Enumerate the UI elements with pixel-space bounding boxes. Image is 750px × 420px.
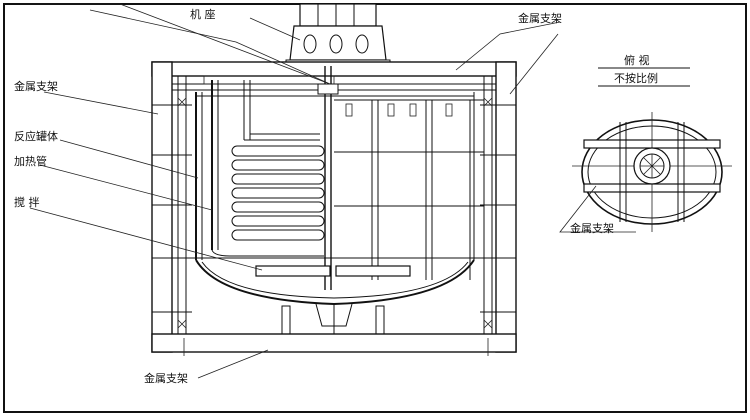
agitator [255, 66, 411, 290]
coil-loops [231, 145, 325, 241]
heating-tube [211, 80, 325, 257]
top-view [559, 67, 732, 233]
label-agitator: 搅 拌 [14, 195, 40, 209]
leader-lines [20, 3, 561, 379]
reactor-body [195, 75, 475, 334]
label-top-view-title: 俯 视 [624, 53, 650, 67]
label-metal-frame-bottom: 金属支架 [144, 371, 188, 385]
label-metal-frame-top: 金属支架 [518, 11, 562, 25]
label-top-view-frame: 金属支架 [570, 221, 614, 235]
machine-base [285, 3, 391, 67]
label-top-view-note: 不按比例 [614, 71, 658, 85]
metal-frame [151, 61, 517, 356]
label-reactor-body: 反应罐体 [14, 129, 58, 143]
label-metal-frame-left: 金属支架 [14, 79, 58, 93]
label-heating-tube: 加热管 [14, 154, 47, 168]
label-machine-base: 机 座 [190, 7, 216, 21]
